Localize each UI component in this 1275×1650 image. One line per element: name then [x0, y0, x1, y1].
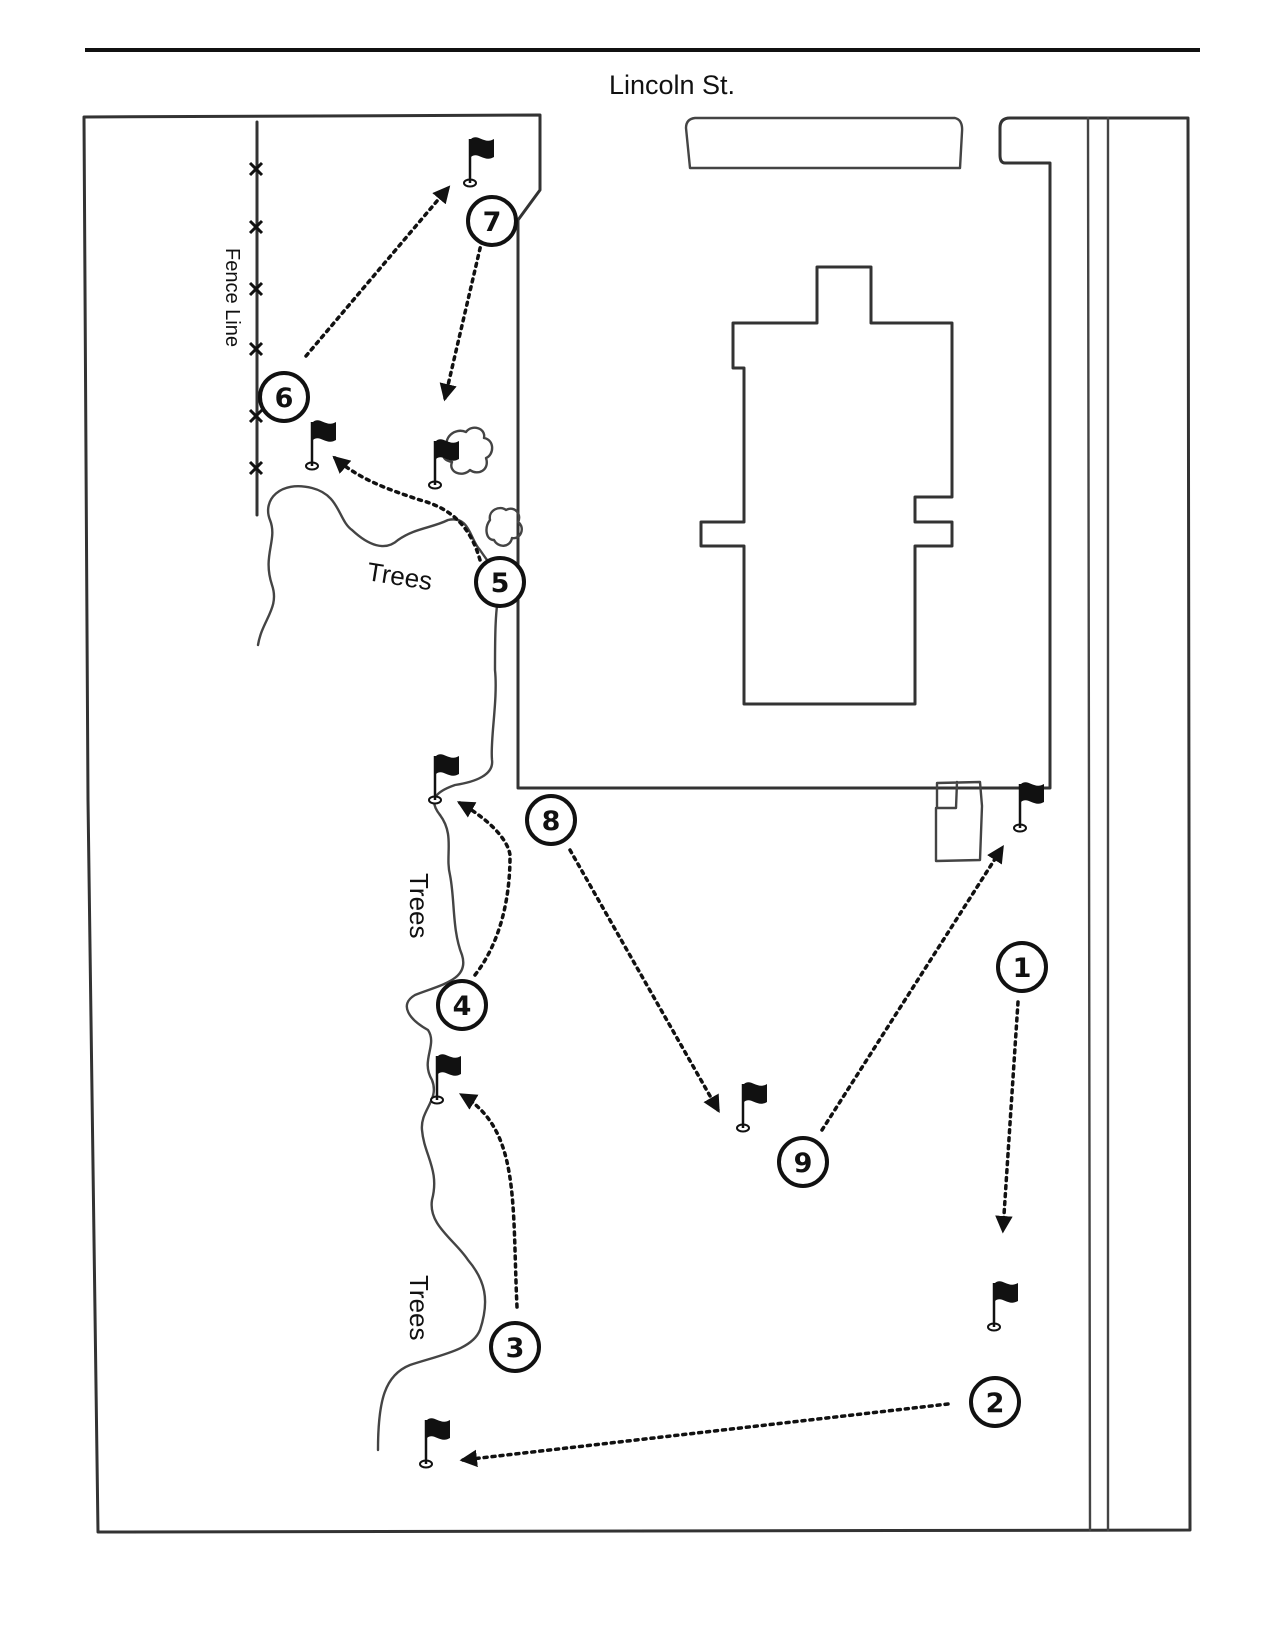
- flag-icon: [986, 1280, 1020, 1332]
- flag-icon: [304, 419, 338, 471]
- station-marker-3: 3: [489, 1321, 541, 1373]
- station-marker-1: 1: [996, 941, 1048, 993]
- station-marker-7: 7: [466, 195, 518, 247]
- route-arrow-7-bush: [439, 238, 484, 402]
- trees-label-top: Trees: [365, 556, 434, 596]
- route-arrow-6-7: [304, 185, 451, 358]
- trees-label-mid: Trees: [404, 873, 434, 939]
- svg-text:3: 3: [506, 1333, 525, 1364]
- route-arrow-4-5: [456, 801, 512, 977]
- route-arrow-8-9: [568, 848, 720, 1114]
- tree-line-top: [256, 485, 502, 817]
- road-line-left: [1086, 116, 1092, 1532]
- fence-label: Fence Line: [221, 248, 243, 347]
- svg-text:7: 7: [483, 207, 502, 238]
- svg-text:4: 4: [453, 991, 472, 1022]
- street-name: Lincoln St.: [609, 70, 735, 100]
- route-arrow-9-flag: [820, 845, 1004, 1132]
- bush-icon: [441, 426, 494, 475]
- svg-text:5: 5: [491, 568, 510, 599]
- station-marker-5: 5: [474, 556, 526, 608]
- station-marker-6: 6: [258, 371, 310, 423]
- station-marker-2: 2: [969, 1376, 1021, 1428]
- bush-icon: [485, 506, 523, 547]
- route-arrow-3-4: [459, 1093, 519, 1309]
- flag-icon: [735, 1081, 769, 1133]
- flag-icon: [418, 1417, 452, 1469]
- svg-text:2: 2: [986, 1388, 1005, 1419]
- route-arrow-5-6: [332, 455, 482, 562]
- svg-text:8: 8: [542, 806, 561, 837]
- flag-icon: [1012, 781, 1046, 833]
- station-marker-8: 8: [525, 794, 577, 846]
- svg-text:1: 1: [1013, 953, 1032, 984]
- trees-label-bottom: Trees: [404, 1275, 434, 1341]
- flag-icon: [429, 1053, 463, 1105]
- parking-lot: [684, 116, 964, 170]
- building: [699, 265, 954, 706]
- tree-line-bottom: [376, 813, 487, 1452]
- property-boundary: [82, 113, 1192, 1534]
- shed: [934, 780, 984, 863]
- flag-icon: [427, 438, 461, 490]
- svg-text:9: 9: [794, 1148, 813, 1179]
- svg-text:6: 6: [275, 383, 294, 414]
- flag-icon: [462, 136, 496, 188]
- station-marker-4: 4: [436, 979, 488, 1031]
- fence-x-icon: [248, 161, 264, 476]
- route-arrow-2-3: [459, 1402, 950, 1468]
- station-marker-9: 9: [777, 1136, 829, 1188]
- flag-icon: [427, 753, 461, 805]
- route-arrow-1-2: [995, 1000, 1020, 1234]
